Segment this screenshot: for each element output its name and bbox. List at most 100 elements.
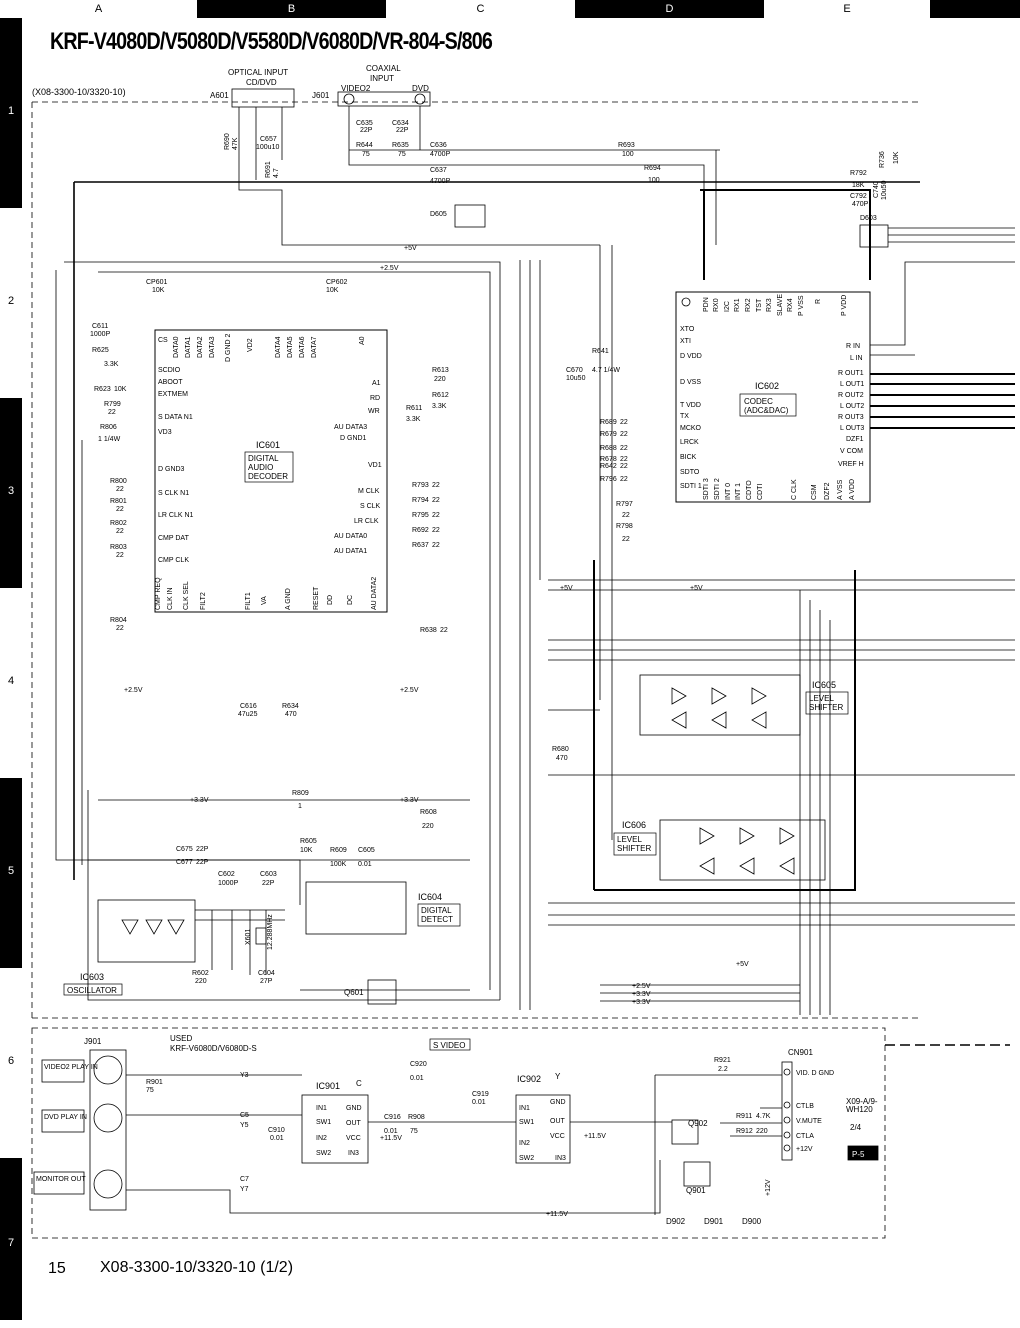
part-r912-val: 220 [756,1128,768,1135]
part-r792-ref: R792 [850,170,867,177]
part-cp602-ref: CP602 [326,279,348,286]
ic605-desc-1: LEVEL [809,694,834,703]
part-r921-ref: R921 [714,1057,731,1064]
part-c910-ref: C910 [268,1127,285,1134]
ic603-ref: IC603 [80,972,104,982]
part-r736-ref: R736 [879,151,886,168]
ic602-pin-xti: XTI [680,338,691,345]
rail-label-25v-low: +2.5V [632,983,651,990]
ic902-pin-in3: IN3 [555,1155,566,1162]
part-r611-val: 3.3K [406,416,421,423]
board-boundary [31,101,920,1019]
ic601-body [154,329,388,613]
part-r799-val: 22 [108,409,116,416]
column-label-e: E [764,0,930,18]
j901-housing [89,1049,127,1211]
part-c635-val: 22P [360,127,373,134]
part-r638-ref: R638 [420,627,437,634]
column-label-d: D [575,0,764,18]
board-reference: (X08-3300-10/3320-10) [32,87,126,97]
row-label-6: 6 [0,968,22,1158]
ic602-pin-avdd: A VDD [849,479,856,500]
ic602-pin-dvdd: D VDD [680,353,702,360]
ic604-desc-1: DIGITAL [421,906,452,915]
part-r803-ref: R803 [110,544,127,551]
lower-left-traces [87,790,500,1001]
jack-label-box-video2 [41,1059,85,1083]
part-c919-val: 0.01 [472,1099,486,1106]
part-r678-ref: R678 [600,456,617,463]
ic601-pin-data4: DATA4 [275,336,282,358]
part-r798-ref: R798 [616,523,633,530]
ic604-ref: IC604 [418,892,442,902]
part-c604-val: 27P [260,978,273,985]
rail-label-33v-mid: +3.3V [400,797,419,804]
ic601-pin-data3: DATA3 [209,336,216,358]
part-r608-val: 220 [422,823,434,830]
coax-jack-video2 [343,93,355,105]
ic601-pin-filt2: FILT2 [200,592,207,610]
svg-text:VIDEO2: VIDEO2 [341,84,371,93]
part-r691-val: 4.7 [273,168,280,178]
ic602-pin-tvdd: T VDD [680,402,701,409]
ic901-pin-vcc: VCC [346,1135,361,1142]
ic602-pin-lout2: L OUT2 [840,403,864,410]
part-c637-ref: C637 [430,167,447,174]
svideo-label-box [429,1038,471,1051]
part-c792-ref: C792 [850,193,867,200]
cn901-pin2-label: CTLB [796,1103,814,1110]
cn901-pin-2 [783,1101,791,1109]
part-c605-val: 0.01 [358,861,372,868]
part-r678-val: 22 [620,456,628,463]
ic602-pin-int1: INT 1 [735,483,742,500]
ic602-pin-rout2: R OUT2 [838,392,864,399]
part-r806-val: 1 1/4W [98,436,121,443]
part-r804-ref: R804 [110,617,127,624]
svideo-used-2: KRF-V6080D/V6080D-S [170,1044,257,1053]
left-bus-lines [64,261,501,1000]
svg-text:CD/DVD: CD/DVD [246,78,277,87]
ic901-pin-in2: IN2 [316,1135,327,1142]
part-r689-val: 22 [620,419,628,426]
part-r679-ref: R679 [600,431,617,438]
ic901-pin-in3: IN3 [348,1150,359,1157]
ic604-desc-box [417,903,461,927]
ic602-pin-r: R [815,299,822,304]
cn901-body [781,1061,793,1161]
part-c916-ref: C916 [384,1114,401,1121]
diode-d900: D900 [742,1217,762,1226]
ic602-pin-cdti: CDTI [757,484,764,500]
part-c636-val: 4700P [430,151,451,158]
ic902-pin-in2: IN2 [519,1140,530,1147]
part-r605-ref: R605 [300,838,317,845]
part-r613-ref: R613 [432,367,449,374]
ic601-pin-sclk: S CLK [360,503,381,510]
ic602-pin-xto: XTO [680,326,695,333]
part-r804-val: 22 [116,625,124,632]
ic602-body [675,291,871,503]
rail-label-33v-low2: +3.3V [632,999,651,1006]
part-r641-ref: R641 [592,348,609,355]
left-vertical-lines [55,270,470,865]
rail-label-33v-left: +3.3V [190,797,209,804]
ic602-pin-csm: CSM [811,484,818,500]
part-r642-val: 22 [620,463,628,470]
level-shifter-bus [548,639,1015,661]
part-r694-ref: R694 [644,165,661,172]
part-c740-ref: C740 [873,181,880,198]
ic601-pin-rd: RD [370,395,380,402]
cn901-pin3-label: V.MUTE [796,1118,822,1125]
ic601-pin-data7: DATA7 [311,336,318,358]
q901-transistor [683,1161,711,1187]
ic603-body [97,899,196,963]
ic601-pin-extmem: EXTMEM [158,391,188,398]
part-r801-val: 22 [116,506,124,513]
x601-crystal [255,927,267,945]
fraction-ref: 2/4 [850,1123,862,1132]
coaxial-connector [337,91,431,107]
q902-transistor [671,1119,699,1145]
part-r911-ref: R911 [736,1113,752,1120]
ic601-pin-data1: DATA1 [185,336,192,358]
part-r612-ref: R612 [432,392,449,399]
jack-label-box-dvd [41,1109,85,1133]
